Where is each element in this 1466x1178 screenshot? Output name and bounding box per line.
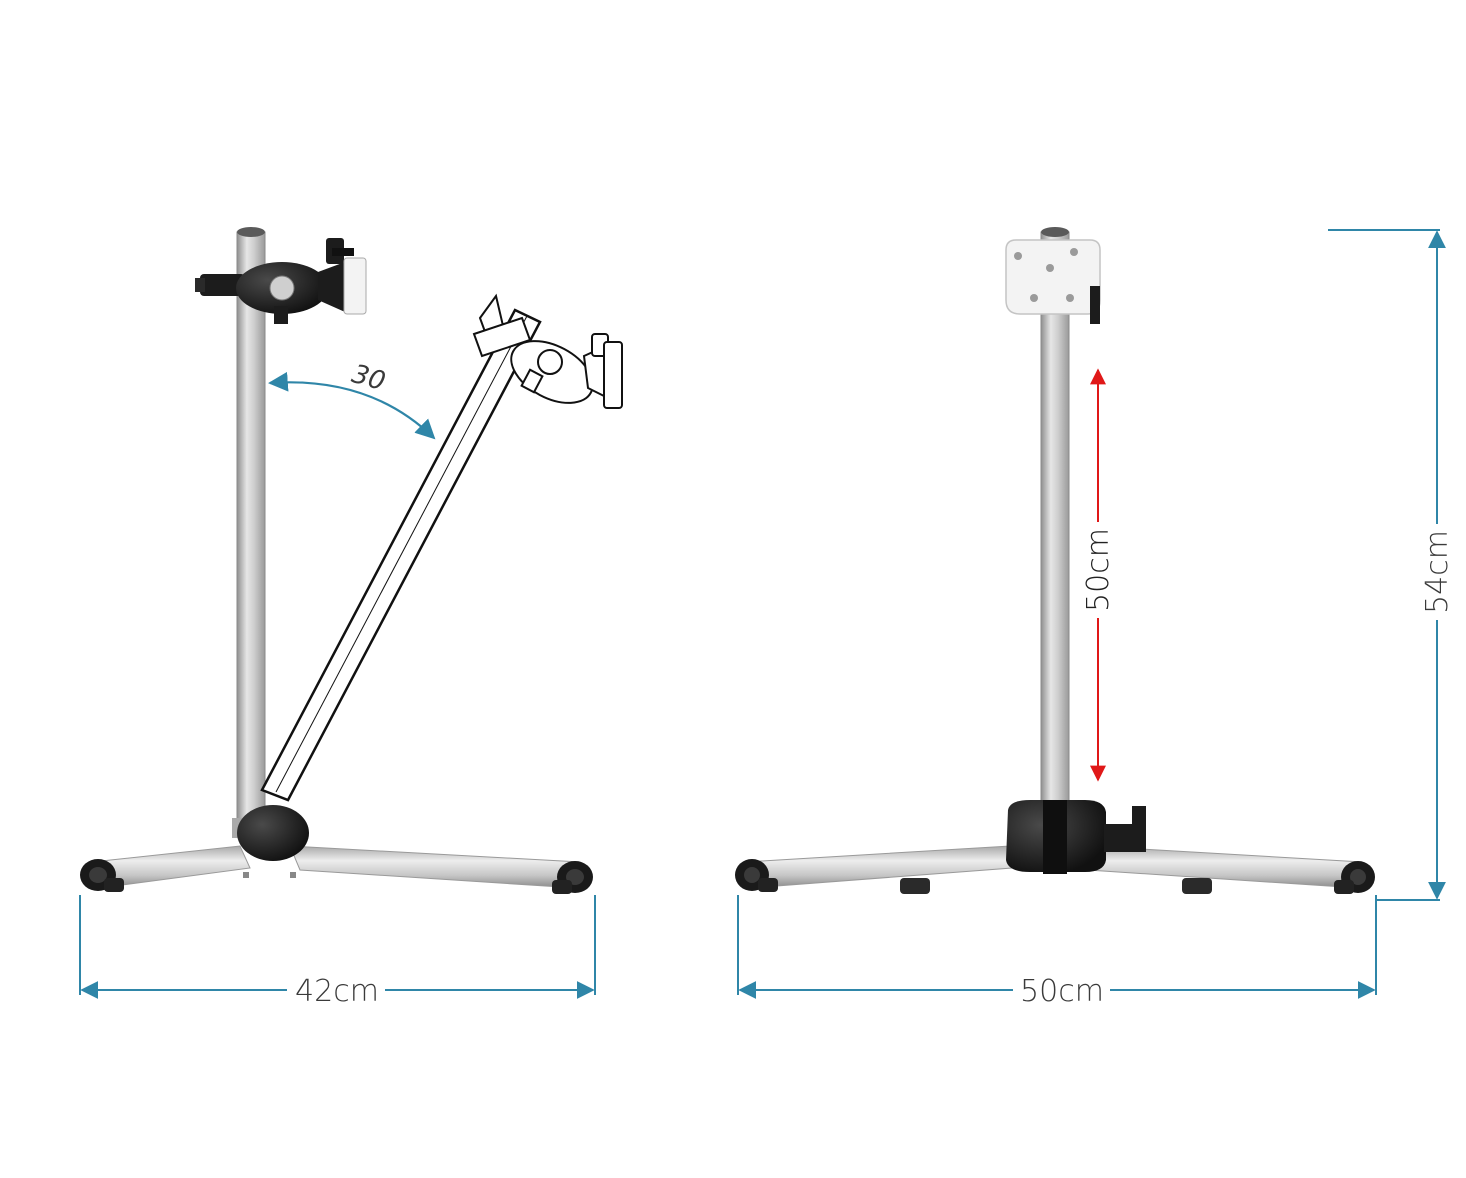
side-screw (290, 872, 296, 878)
side-pole-cap (237, 227, 265, 237)
front-total-height-label: 54cm (1420, 530, 1455, 614)
side-screw (243, 872, 249, 878)
front-pole-cap (1041, 227, 1069, 237)
front-foot-left-pad (758, 878, 778, 892)
side-hinge-knob (237, 805, 309, 861)
front-foot-right-pad (1334, 880, 1354, 894)
side-tilted-pole-edge (275, 315, 528, 793)
front-vertical-pole (1040, 231, 1070, 813)
front-base-leg-left (744, 845, 1013, 889)
side-foot-left-cap (89, 867, 107, 883)
front-base-leg-right (1087, 845, 1363, 889)
front-base-width-label: 50cm (1020, 974, 1104, 1009)
front-bracket-screw (1066, 294, 1074, 302)
front-rear-foot-left (900, 878, 930, 894)
front-bracket-screw (1014, 252, 1022, 260)
front-bracket-screw (1046, 264, 1054, 272)
side-clamp-knob-icon (269, 275, 295, 301)
front-bracket-latch (1090, 286, 1100, 324)
front-view-stand: 50cm 50cm 54cm (735, 227, 1455, 1009)
side-base-leg-right (289, 845, 581, 889)
front-foot-right-cap (1350, 869, 1366, 885)
side-upright-clamp (195, 238, 367, 324)
front-bracket-screw (1070, 248, 1078, 256)
front-foot-left-cap (744, 867, 760, 883)
side-tilt-angle-arc (268, 371, 436, 440)
front-hub-lever (1104, 806, 1146, 852)
side-tilted-knob-icon (537, 349, 563, 375)
side-foot-right-pad (552, 880, 572, 894)
front-adjustable-height-label: 50cm (1081, 528, 1116, 612)
side-view-stand: 30 42cm (79, 227, 623, 1009)
front-bracket-screw (1030, 294, 1038, 302)
side-tilted-device-bracket (603, 341, 623, 409)
side-base-width-label: 42cm (295, 974, 379, 1009)
side-tilted-clamp (472, 293, 623, 409)
front-rear-foot-right (1182, 878, 1212, 894)
front-device-bracket (1005, 239, 1101, 324)
side-foot-left-pad (104, 878, 124, 892)
side-device-bracket (343, 257, 367, 315)
side-vertical-pole (236, 231, 266, 823)
front-hub-center (1043, 800, 1067, 874)
